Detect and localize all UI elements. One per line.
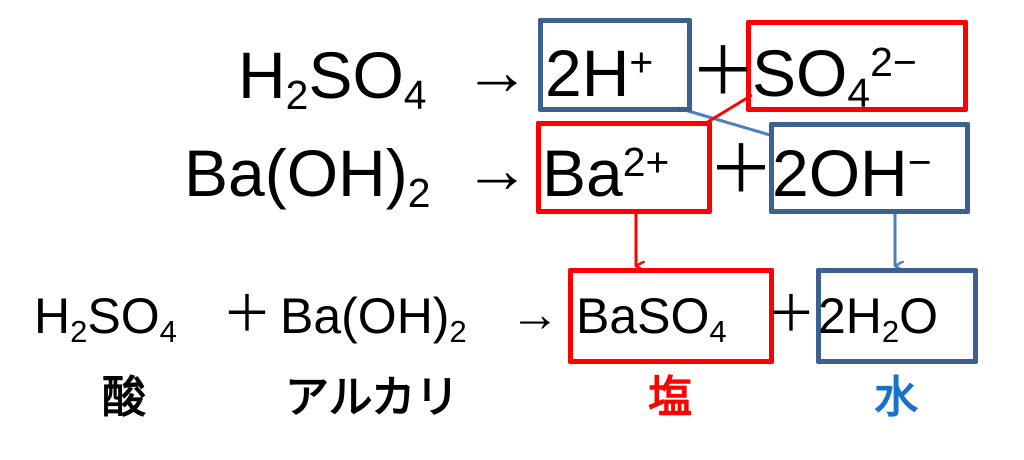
subscript: 2 (407, 170, 431, 217)
so4-to-ba-line (705, 93, 753, 125)
plus-sign-3: ＋ (222, 286, 272, 342)
base-formula: Ba(OH)2 (280, 288, 467, 347)
subscript: 2 (881, 313, 900, 349)
subscript: 2 (70, 313, 88, 349)
sulfuric-acid-formula: H2SO4 (238, 42, 427, 116)
subscript: 4 (709, 313, 727, 349)
symbol: SO (308, 38, 404, 112)
water-formula: 2H2O (818, 288, 939, 347)
subscript: 4 (847, 70, 871, 117)
sulfate-ion-box (746, 20, 968, 112)
h-ion-formula: 2H+ (545, 40, 653, 106)
symbol: SO (752, 36, 848, 110)
acid-label: 酸 (102, 372, 146, 423)
symbol: O (899, 288, 939, 344)
alkali-label: アルカリ (285, 372, 460, 423)
plus-sign-1: ＋ (690, 34, 756, 108)
symbol: SO (87, 288, 160, 344)
symbol: Ba(OH) (184, 136, 408, 210)
charge: − (907, 138, 932, 185)
symbol: 2H (545, 36, 630, 110)
subscript: 4 (403, 72, 427, 119)
water-box (816, 268, 978, 364)
symbol: Ba(OH) (280, 288, 450, 344)
subscript: 2 (449, 313, 467, 349)
symbol: H (238, 38, 286, 112)
symbol: 2H (818, 288, 882, 344)
sulfate-ion-formula: SO42− (752, 38, 917, 114)
charge: 2+ (622, 138, 670, 185)
reaction-arrow-1: → (464, 34, 530, 108)
h-ion-box (538, 18, 692, 112)
symbol: BaSO (576, 288, 710, 344)
hydroxide-ion-formula: 2OH− (772, 140, 932, 206)
barium-ion-formula: Ba2+ (542, 140, 669, 206)
symbol: H (34, 288, 71, 344)
h-to-oh-line (677, 106, 771, 137)
subscript: 2 (285, 72, 309, 119)
acid-formula: H2SO4 (34, 288, 177, 347)
reaction-arrow-2: → (464, 132, 530, 206)
hydroxide-ion-box (769, 122, 970, 214)
charge: 2− (870, 38, 917, 85)
barium-hydroxide-formula: Ba(OH)2 (184, 140, 430, 214)
salt-label: 塩 (648, 372, 692, 423)
barium-ion-box (536, 121, 712, 214)
salt-box (568, 268, 774, 364)
charge: + (629, 38, 654, 85)
salt-formula: BaSO4 (576, 288, 727, 347)
symbol: Ba (542, 136, 623, 210)
subscript: 4 (159, 313, 177, 349)
plus-sign-2: ＋ (708, 132, 774, 206)
reaction-arrow-3: → (510, 286, 560, 342)
plus-sign-4: ＋ (766, 286, 816, 342)
symbol: 2OH (772, 136, 908, 210)
water-label: 水 (874, 372, 918, 423)
